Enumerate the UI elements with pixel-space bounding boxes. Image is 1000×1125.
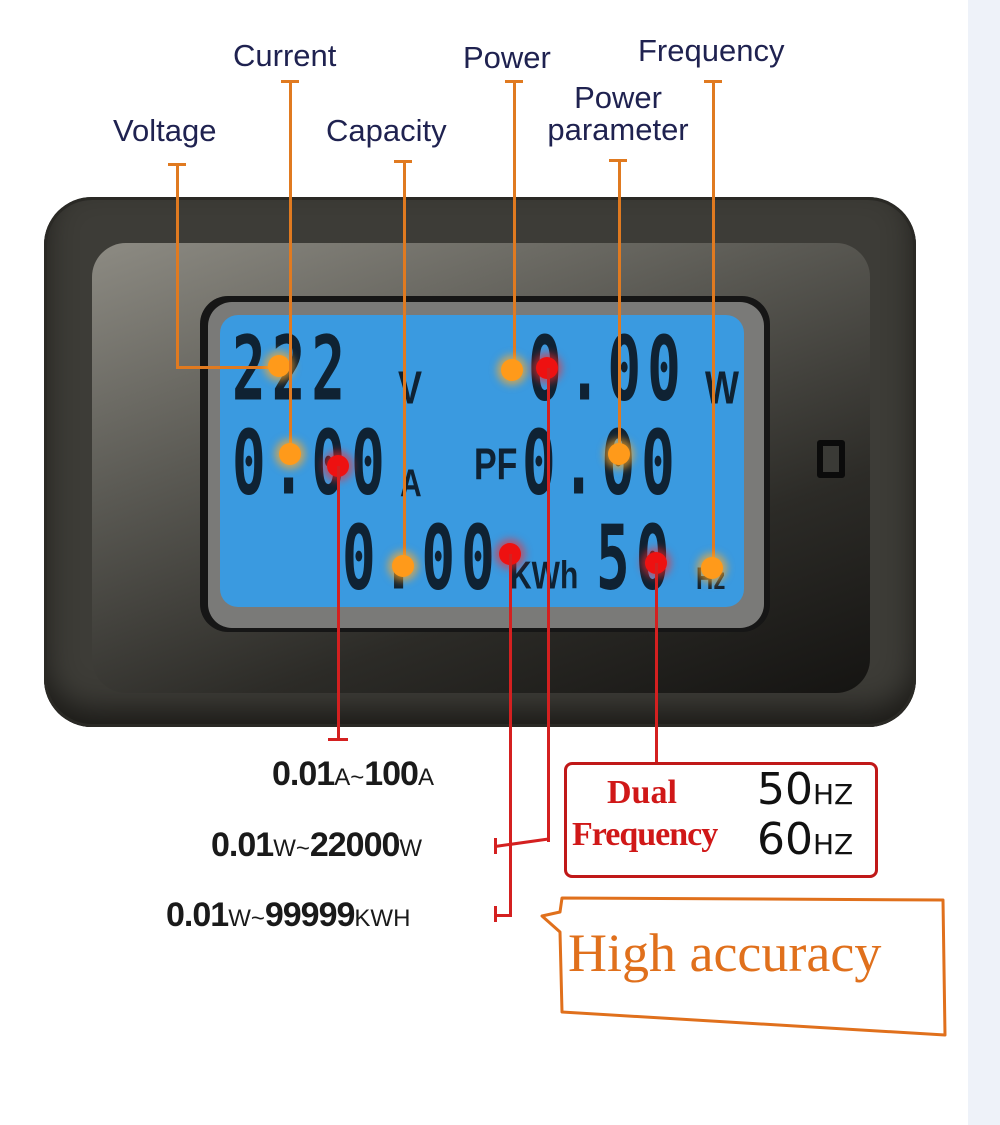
label-power-parameter-line1: Power [574,80,662,115]
dual-frequency-box [564,762,878,878]
speech-bubble-outline [540,896,947,1037]
lcd-pf-label: PF [474,440,518,490]
frequency-marker-dot [701,557,723,579]
power-leader-vertical [513,80,516,370]
current-range-max-unit: A [417,764,434,791]
power-range-text: 0.01W~22000W [211,828,422,862]
lcd-power-unit: W [705,360,739,414]
energy-range-min: 0.01 [166,896,229,934]
capacity-leader-vertical [403,160,406,565]
lcd-current-value: 0.00 [232,412,391,516]
current-range-sep: ~ [350,764,365,791]
power-range-max: 22000 [309,826,401,864]
capacity-marker-dot [392,555,414,577]
freq2-value: 60 [757,814,813,865]
current-range-max: 100 [364,755,419,793]
energy-range-sep: ~ [250,905,265,932]
power-range-leader-cap [494,838,497,854]
current-range-leader [337,466,340,739]
power-range-leader-horizontal [494,837,549,848]
voltage-leader-horizontal [176,366,276,369]
lcd-energy-unit: KWh [510,554,579,598]
power-range-leader [547,368,550,842]
pf-leader-vertical [618,159,621,455]
pf-marker-dot [608,443,630,465]
current-range-min-unit: A [334,764,351,791]
frequency-leader-vertical [712,80,715,568]
right-edge-strip [968,0,1000,1125]
frequency-range-leader [655,563,658,763]
label-power-parameter-line2: parameter [547,112,689,147]
voltage-marker-dot [268,355,290,377]
energy-range-leader [509,554,512,916]
power-range-min-unit: W [273,835,296,862]
lcd-voltage-unit: V [398,360,423,414]
freq1-unit: HZ [813,778,854,811]
current-marker-dot [279,443,301,465]
freq2-unit: HZ [813,828,854,861]
energy-range-text: 0.01W~99999KWH [166,898,410,932]
power-range-sep: ~ [295,835,310,862]
label-voltage: Voltage [113,113,217,148]
label-power: Power [463,40,551,75]
power-range-max-unit: W [399,835,423,862]
energy-range-max-unit: KWH [354,905,411,932]
current-range-leader-cap [328,738,348,741]
voltage-leader-vertical [176,163,179,369]
label-current: Current [233,38,337,73]
frequency-option-60: 60HZ [757,818,853,862]
current-range-min: 0.01 [272,755,335,793]
lcd-energy-value: 0.00 [342,507,501,611]
energy-range-leader-cap [494,906,497,922]
current-leader-vertical [289,80,292,455]
high-accuracy-text: High accuracy [568,923,882,983]
power-range-min: 0.01 [211,826,274,864]
freq1-value: 50 [757,764,813,815]
energy-range-leader-horizontal [494,914,512,917]
label-power-parameter: Power parameter [538,82,698,146]
reset-button[interactable] [817,440,845,478]
label-frequency: Frequency [638,33,785,68]
dual-frequency-title-line2: Frequency [572,816,718,853]
energy-range-min-unit: W [228,905,251,932]
dual-frequency-title-line1: Dual [607,774,677,811]
current-range-text: 0.01A~100A [272,757,434,791]
label-capacity: Capacity [326,113,447,148]
lcd-pf-value: 0.00 [522,412,681,516]
energy-range-max: 99999 [264,896,356,934]
frequency-option-50: 50HZ [757,768,853,812]
power-marker-dot [501,359,523,381]
